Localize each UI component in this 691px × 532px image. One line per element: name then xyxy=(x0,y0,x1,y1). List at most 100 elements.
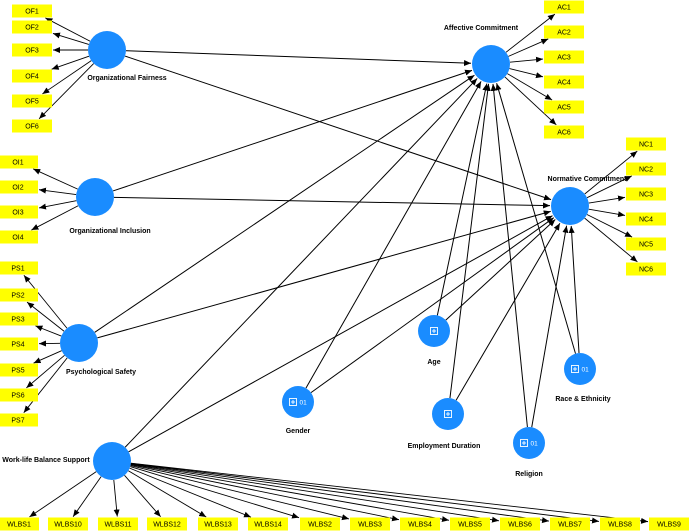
path-race-to-ac[interactable] xyxy=(495,83,576,354)
latent-label: Psychological Safety xyxy=(66,369,136,376)
indicator-ac2[interactable]: AC2 xyxy=(544,25,584,39)
indicator-ps4[interactable]: PS4 xyxy=(0,337,38,351)
latent-wlbs[interactable]: Work-life Balance Support xyxy=(2,442,131,480)
indicator-nc6[interactable]: NC6 xyxy=(626,262,666,276)
expand-icon[interactable] xyxy=(444,410,452,418)
indicator-nc3[interactable]: NC3 xyxy=(626,187,666,201)
indicator-box xyxy=(0,312,38,326)
indicator-label: OF4 xyxy=(25,74,39,81)
indicator-ac1[interactable]: AC1 xyxy=(544,0,584,14)
indicator-label: OI3 xyxy=(12,210,23,217)
expand-icon[interactable] xyxy=(571,365,579,373)
indicator-wlbs6[interactable]: WLBS6 xyxy=(500,517,540,531)
loading-ac5 xyxy=(507,73,553,101)
indicator-ac6[interactable]: AC6 xyxy=(544,125,584,139)
indicator-oi2[interactable]: OI2 xyxy=(0,180,38,194)
path-ps-to-nc[interactable] xyxy=(97,210,551,339)
indicator-of5[interactable]: OF5 xyxy=(12,94,52,108)
indicator-wlbs10[interactable]: WLBS10 xyxy=(48,517,88,531)
latent-label: Organizational Inclusion xyxy=(69,228,150,235)
loading-of1 xyxy=(45,17,91,42)
path-of-to-ac[interactable] xyxy=(125,50,472,67)
path-wlbs-to-ac[interactable] xyxy=(124,78,478,448)
indicator-wlbs2[interactable]: WLBS2 xyxy=(300,517,340,531)
loading-ac1 xyxy=(505,13,556,53)
path-of-to-nc[interactable] xyxy=(124,55,552,201)
latent-ps[interactable]: Psychological Safety xyxy=(60,324,136,376)
indicator-of3[interactable]: OF3 xyxy=(12,43,52,57)
path-oi-to-ac[interactable] xyxy=(112,69,473,192)
path-wlbs-to-nc[interactable] xyxy=(128,215,553,453)
latent-of[interactable]: Organizational Fairness xyxy=(87,31,167,82)
path-age-to-nc[interactable] xyxy=(445,219,556,321)
control-age[interactable]: Age xyxy=(418,315,450,366)
indicator-ps1[interactable]: PS1 xyxy=(0,261,38,275)
indicator-wlbs5[interactable]: WLBS5 xyxy=(450,517,490,531)
indicator-wlbs13[interactable]: WLBS13 xyxy=(198,517,238,531)
control-label: Religion xyxy=(515,471,543,478)
indicator-box xyxy=(0,413,38,427)
indicator-ps7[interactable]: PS7 xyxy=(0,413,38,427)
path-gen-to-nc[interactable] xyxy=(310,217,555,394)
indicator-oi3[interactable]: OI3 xyxy=(0,205,38,219)
indicator-nc1[interactable]: NC1 xyxy=(626,137,666,151)
indicator-box xyxy=(626,212,666,226)
indicator-nc2[interactable]: NC2 xyxy=(626,162,666,176)
indicator-wlbs4[interactable]: WLBS4 xyxy=(400,517,440,531)
indicator-oi4[interactable]: OI4 xyxy=(0,230,38,244)
indicator-label: OF1 xyxy=(25,9,39,16)
indicator-ac4[interactable]: AC4 xyxy=(544,75,584,89)
indicator-wlbs14[interactable]: WLBS14 xyxy=(248,517,288,531)
indicator-wlbs1[interactable]: WLBS1 xyxy=(0,517,39,531)
control-emp[interactable]: Employment Duration xyxy=(408,398,481,450)
loading-wlbs1 xyxy=(29,471,97,518)
indicator-of6[interactable]: OF6 xyxy=(12,119,52,133)
path-rel-to-ac[interactable] xyxy=(490,83,528,428)
indicator-wlbs11[interactable]: WLBS11 xyxy=(98,517,138,531)
control-label: Age xyxy=(427,359,440,366)
loading-of2 xyxy=(52,32,89,45)
indicator-label: OF6 xyxy=(25,124,39,131)
path-oi-to-nc[interactable] xyxy=(113,196,551,209)
indicator-box xyxy=(12,20,52,34)
indicator-ac3[interactable]: AC3 xyxy=(544,50,584,64)
indicator-of2[interactable]: OF2 xyxy=(12,20,52,34)
indicator-wlbs7[interactable]: WLBS7 xyxy=(550,517,590,531)
indicator-label: WLBS12 xyxy=(153,522,181,529)
path-emp-to-ac[interactable] xyxy=(449,83,491,399)
indicator-ps5[interactable]: PS5 xyxy=(0,363,38,377)
path-race-to-nc[interactable] xyxy=(568,225,580,354)
latent-oi[interactable]: Organizational Inclusion xyxy=(69,178,151,235)
path-ps-to-ac[interactable] xyxy=(94,74,475,333)
indicator-of1[interactable]: OF1 xyxy=(12,4,52,18)
indicator-box xyxy=(544,125,584,139)
indicator-wlbs12[interactable]: WLBS12 xyxy=(147,517,187,531)
indicator-ps3[interactable]: PS3 xyxy=(0,312,38,326)
indicator-nc5[interactable]: NC5 xyxy=(626,237,666,251)
path-emp-to-nc[interactable] xyxy=(455,222,561,401)
indicator-ac5[interactable]: AC5 xyxy=(544,100,584,114)
indicator-label: NC3 xyxy=(639,192,653,199)
indicator-wlbs8[interactable]: WLBS8 xyxy=(600,517,640,531)
indicator-nc4[interactable]: NC4 xyxy=(626,212,666,226)
indicator-wlbs3[interactable]: WLBS3 xyxy=(350,517,390,531)
indicator-ps2[interactable]: PS2 xyxy=(0,288,38,302)
path-age-to-ac[interactable] xyxy=(436,83,489,316)
indicator-wlbs9[interactable]: WLBS9 xyxy=(649,517,689,531)
indicator-oi1[interactable]: OI1 xyxy=(0,155,38,169)
loading-ac4 xyxy=(509,68,544,79)
indicator-label: PS2 xyxy=(11,293,24,300)
indicator-label: OI4 xyxy=(12,235,23,242)
indicator-of4[interactable]: OF4 xyxy=(12,69,52,83)
expand-icon[interactable] xyxy=(520,439,528,447)
latent-ac[interactable]: Affective Commitment xyxy=(444,25,519,83)
latent-nc[interactable]: Normative Commitment xyxy=(548,176,628,225)
path-rel-to-nc[interactable] xyxy=(531,225,569,428)
indicator-ps6[interactable]: PS6 xyxy=(0,388,38,402)
path-gen-to-ac[interactable] xyxy=(305,81,482,389)
expand-icon[interactable] xyxy=(430,327,438,335)
expand-icon[interactable] xyxy=(289,398,297,406)
